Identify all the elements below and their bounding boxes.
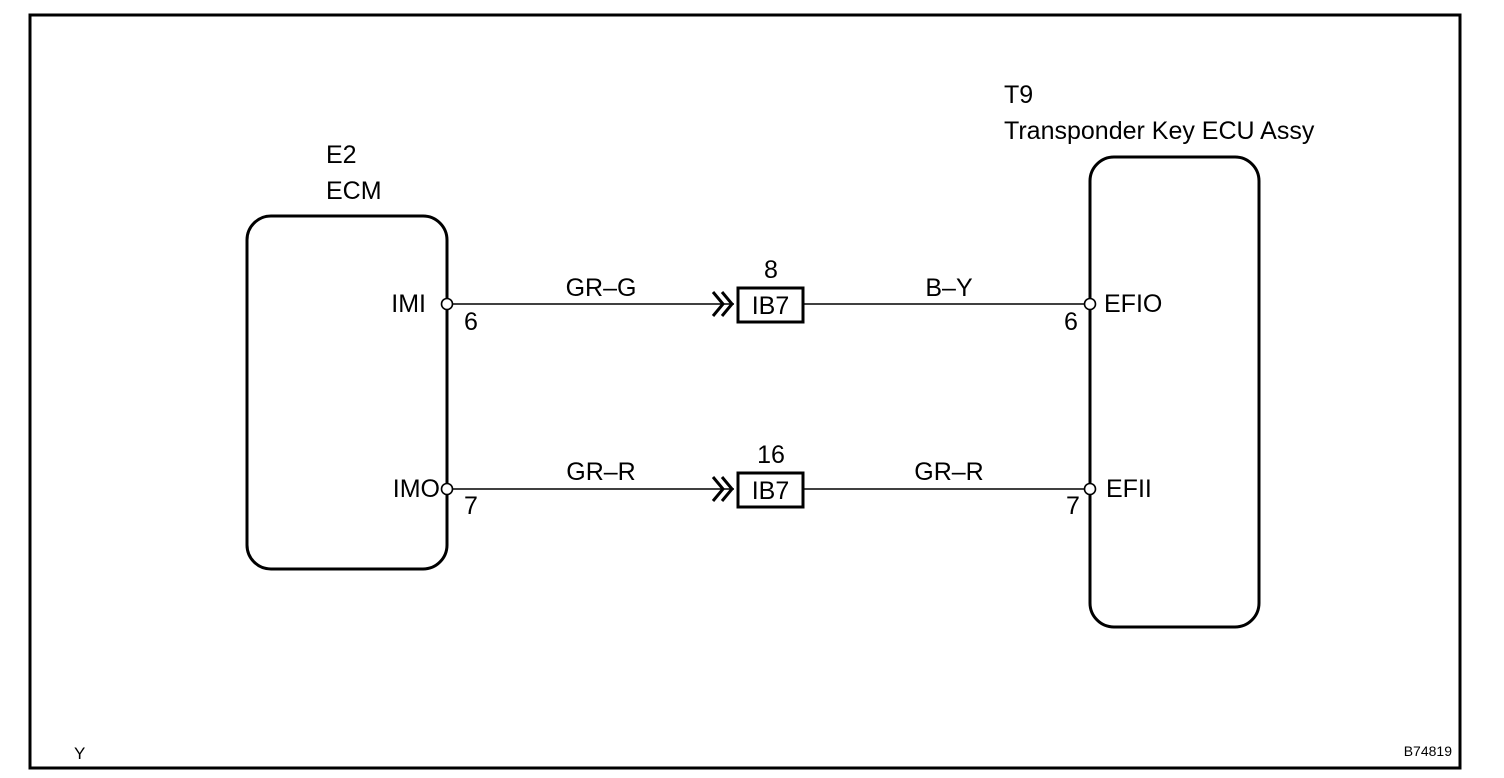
diagram-frame — [28, 13, 1462, 770]
ecm-terminal-label: IMO — [393, 475, 440, 503]
terminal-imo — [440, 482, 454, 496]
terminal-efii — [1083, 482, 1097, 496]
connector-chevron-icon — [711, 291, 734, 317]
ecm-name: ECM — [326, 177, 382, 205]
left-wire-color: GR–R — [566, 458, 635, 486]
circuit-row: IB7 8 GR–G B–Y IMI 6 6 EFIO — [391, 256, 1162, 336]
terminal-efio — [1083, 297, 1097, 311]
transponder-ecu-box — [1088, 155, 1261, 629]
ecm-pin-number: 6 — [464, 308, 478, 336]
transponder-terminal-label: EFIO — [1104, 290, 1162, 318]
connector-pin: 16 — [757, 441, 785, 469]
connector-box — [736, 286, 805, 324]
ecm-code: E2 — [326, 141, 357, 169]
ecm-terminal-label: IMI — [391, 290, 426, 318]
ecm-box — [245, 214, 449, 571]
terminal-imi — [440, 297, 454, 311]
transponder-ecu-code: T9 — [1004, 81, 1033, 109]
footer-left-mark: Y — [74, 744, 85, 763]
left-wire-color: GR–G — [566, 274, 637, 302]
right-wire-color: GR–R — [914, 458, 983, 486]
transponder-pin-number: 7 — [1066, 492, 1080, 520]
connector-label: IB7 — [752, 292, 790, 320]
transponder-pin-number: 6 — [1064, 308, 1078, 336]
figure-id: B74819 — [1404, 743, 1452, 759]
connector-box — [736, 471, 805, 509]
circuit-row: IB7 16 GR–R GR–R IMO 7 7 EFII — [393, 441, 1152, 520]
transponder-terminal-label: EFII — [1106, 475, 1152, 503]
connector-chevron-icon — [711, 476, 734, 502]
connector-pin: 8 — [764, 256, 778, 284]
transponder-ecu-name: Transponder Key ECU Assy — [1004, 117, 1315, 145]
right-wire-color: B–Y — [925, 274, 973, 302]
ecm-pin-number: 7 — [464, 492, 478, 520]
connector-label: IB7 — [752, 477, 790, 505]
